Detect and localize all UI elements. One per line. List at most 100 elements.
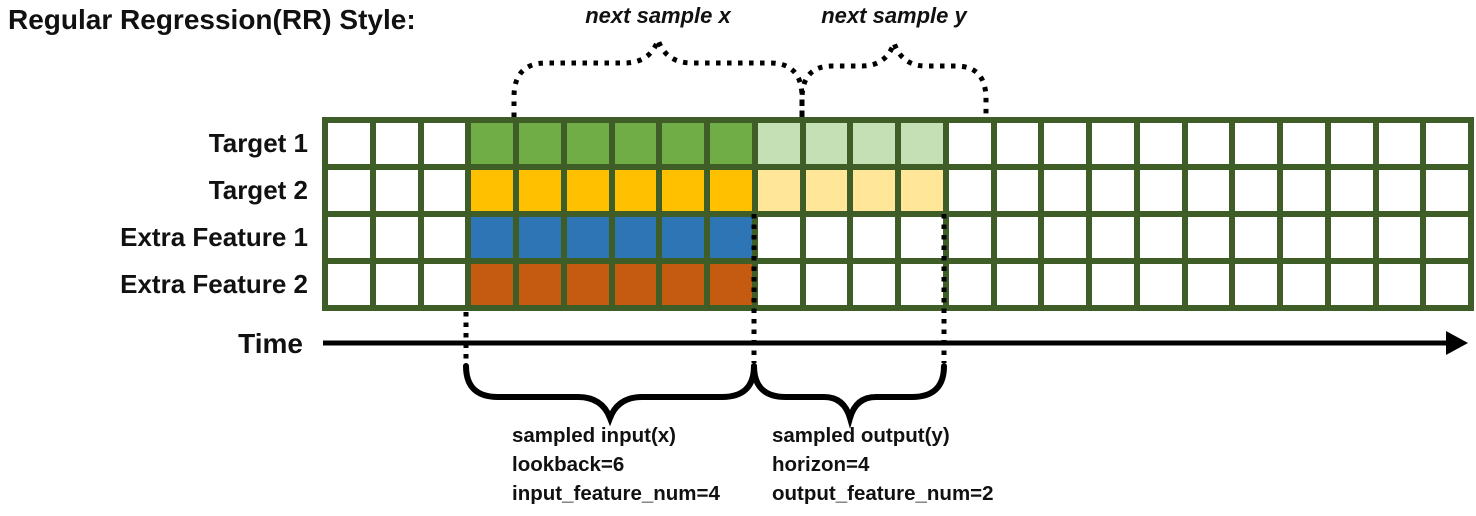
- grid-cell: [1139, 217, 1182, 258]
- lookback-value: lookback=6: [512, 453, 625, 476]
- sampled-input-annotation: sampled input(x) lookback=6 input_featur…: [512, 421, 720, 508]
- grid-cell: [1139, 264, 1182, 305]
- grid-cell: [471, 264, 513, 305]
- grid-cell: [519, 264, 561, 305]
- grid-cell: [375, 123, 418, 164]
- grid-cell: [566, 123, 609, 164]
- grid-cell: [1330, 264, 1373, 305]
- grid-cell: [1044, 217, 1086, 258]
- grid-cell: [614, 264, 657, 305]
- grid-cell: [948, 123, 991, 164]
- grid-cell: [757, 170, 800, 211]
- grid-cell: [614, 170, 657, 211]
- sampled-output-title: sampled output(y): [772, 424, 950, 447]
- grid-cell: [375, 170, 418, 211]
- grid-cell: [757, 123, 800, 164]
- grid-cell: [1092, 170, 1134, 211]
- grid-cell: [1426, 123, 1468, 164]
- grid-cell: [423, 217, 466, 258]
- grid-cell: [662, 264, 704, 305]
- grid-cell: [1092, 264, 1134, 305]
- grid-cell: [1378, 123, 1421, 164]
- grid-cell: [662, 123, 704, 164]
- grid-cell: [996, 217, 1039, 258]
- grid-cell: [471, 123, 513, 164]
- grid-cell: [710, 123, 752, 164]
- grid-cell: [1235, 264, 1277, 305]
- grid-cell: [805, 170, 848, 211]
- grid-cell: [1426, 170, 1468, 211]
- grid-cell: [566, 264, 609, 305]
- grid-cell: [1283, 123, 1325, 164]
- grid-cell: [901, 264, 943, 305]
- grid-cell: [853, 217, 895, 258]
- sampled-output-underbrace: [751, 363, 947, 429]
- horizon-value: horizon=4: [772, 453, 870, 476]
- grid-cell: [1283, 217, 1325, 258]
- sampled-input-title: sampled input(x): [512, 424, 677, 447]
- grid-cell: [805, 217, 848, 258]
- grid-cell: [948, 217, 991, 258]
- grid-cell: [375, 217, 418, 258]
- sampled-output-annotation: sampled output(y) horizon=4 output_featu…: [772, 421, 994, 508]
- row-label-target-2: Target 2: [208, 175, 308, 205]
- grid-cell: [423, 123, 466, 164]
- grid-cell: [1378, 170, 1421, 211]
- grid-cell: [1235, 123, 1277, 164]
- grid-cell: [1139, 170, 1182, 211]
- grid-cell: [328, 170, 370, 211]
- grid-cell: [1283, 264, 1325, 305]
- grid-cell: [1235, 170, 1277, 211]
- time-axis-label: Time: [238, 328, 303, 359]
- grid-cell: [1187, 264, 1230, 305]
- grid-cell: [948, 264, 991, 305]
- grid-cell: [1330, 170, 1373, 211]
- grid-cell: [519, 123, 561, 164]
- grid-cell: [710, 264, 752, 305]
- grid-cell: [901, 217, 943, 258]
- output-feature-num: output_feature_num=2: [772, 482, 994, 505]
- grid-cell: [1378, 217, 1421, 258]
- grid-cell: [805, 264, 848, 305]
- grid-cell: [1330, 217, 1373, 258]
- grid-cell: [948, 170, 991, 211]
- grid-cell: [566, 217, 609, 258]
- grid-cell: [996, 264, 1039, 305]
- sampled-input-underbrace: [463, 363, 757, 427]
- row-labels: Target 1 Target 2 Extra Feature 1 Extra …: [0, 0, 316, 516]
- grid-cell: [614, 123, 657, 164]
- grid-cell: [328, 217, 370, 258]
- grid-cell: [1235, 217, 1277, 258]
- row-label-extra-feature-1: Extra Feature 1: [120, 222, 308, 252]
- grid-cell: [1044, 264, 1086, 305]
- row-label-target-1: Target 1: [208, 128, 308, 158]
- grid-cell: [853, 170, 895, 211]
- grid-cell: [757, 264, 800, 305]
- next-sample-x-brace: [511, 32, 805, 117]
- grid-cell: [662, 217, 704, 258]
- next-sample-y-brace: [799, 35, 989, 117]
- row-label-extra-feature-2: Extra Feature 2: [120, 269, 308, 299]
- grid-cell: [996, 123, 1039, 164]
- grid-cell: [519, 170, 561, 211]
- grid-cell: [328, 123, 370, 164]
- input-feature-num: input_feature_num=4: [512, 482, 720, 505]
- grid-cell: [1330, 123, 1373, 164]
- time-axis-arrowhead: [1446, 331, 1468, 355]
- grid-cell: [996, 170, 1039, 211]
- grid-cell: [423, 170, 466, 211]
- grid-cell: [1187, 217, 1230, 258]
- grid-cell: [1283, 170, 1325, 211]
- grid-cell: [1044, 123, 1086, 164]
- grid-cell: [662, 170, 704, 211]
- grid-cell: [566, 170, 609, 211]
- grid-cell: [901, 170, 943, 211]
- grid-cell: [471, 170, 513, 211]
- next-sample-y-label: next sample y: [821, 3, 967, 28]
- grid-cell: [471, 217, 513, 258]
- grid-cell: [1187, 170, 1230, 211]
- grid-cell: [423, 264, 466, 305]
- grid-cell: [328, 264, 370, 305]
- grid-cell: [1044, 170, 1086, 211]
